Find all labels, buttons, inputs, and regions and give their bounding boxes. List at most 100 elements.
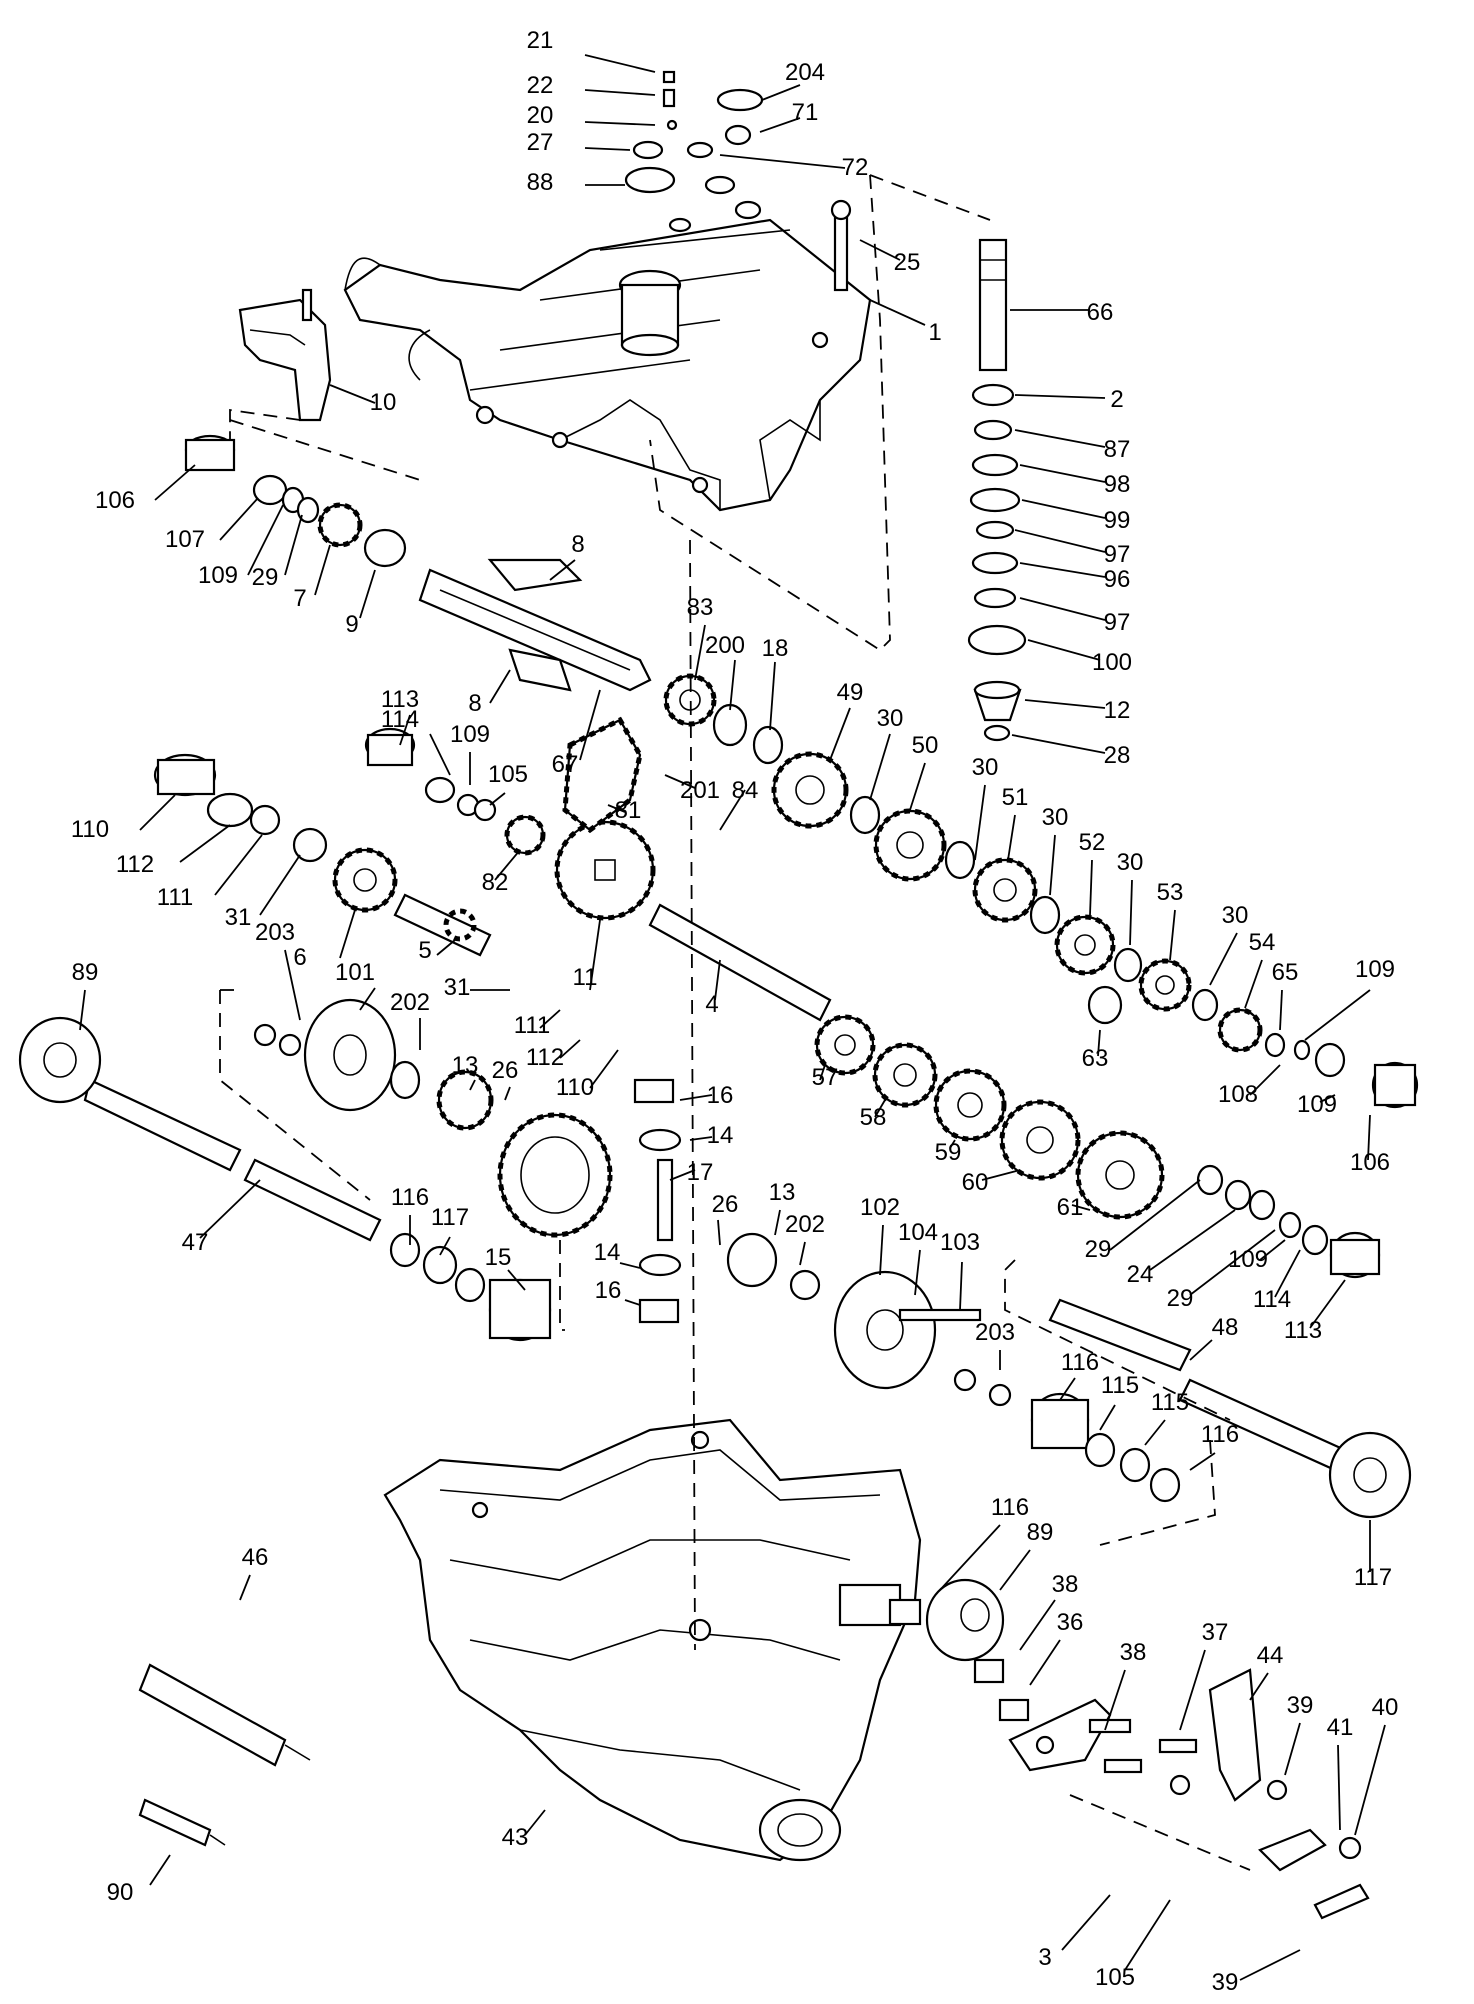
callout-leader — [974, 784, 986, 861]
callout-leader — [584, 121, 656, 126]
callout-leader — [1319, 1094, 1336, 1103]
part-number-label: 29 — [252, 564, 279, 591]
callout-leader — [199, 1179, 261, 1239]
part-number-label: 11 — [573, 964, 598, 991]
part-number-label: 25 — [894, 249, 921, 276]
callout-leader — [624, 1299, 641, 1306]
callout-leader — [259, 854, 301, 916]
part-number-label: 83 — [687, 594, 714, 621]
part-number-label: 36 — [1057, 1609, 1084, 1636]
part-number-label: 112 — [526, 1044, 564, 1071]
part-number-label: 87 — [1104, 436, 1131, 463]
part-number-label: 26 — [492, 1057, 519, 1084]
part-number-label: 39 — [1212, 1969, 1239, 1996]
callout-leader — [179, 824, 231, 863]
part-number-label: 53 — [1157, 879, 1184, 906]
part-number-label: 52 — [1079, 829, 1106, 856]
gear-51 — [972, 857, 1038, 923]
callout-leader — [694, 624, 706, 681]
part-number-label: 116 — [991, 1494, 1029, 1521]
callout-leader — [399, 714, 411, 746]
part-number-label: 202 — [785, 1211, 825, 1238]
part-number-label: 106 — [1350, 1149, 1390, 1176]
part-number-label: 13 — [452, 1052, 479, 1079]
part-number-label: 30 — [1222, 902, 1249, 929]
part-number-label: 116 — [1201, 1421, 1239, 1448]
callout-leader — [429, 733, 451, 776]
callout-leader — [1144, 1419, 1166, 1446]
callout-leader — [669, 1169, 696, 1181]
right-axle — [953, 1298, 1412, 1519]
callout-leader — [1304, 989, 1371, 1041]
part-number-label: 114 — [1253, 1286, 1291, 1313]
part-number-label: 88 — [527, 169, 554, 196]
callout-leader — [494, 849, 521, 881]
part-number-label: 116 — [1061, 1349, 1099, 1376]
part-number-label: 204 — [785, 59, 825, 86]
callout-leader — [1244, 959, 1263, 1009]
part-number-label: 117 — [1354, 1564, 1392, 1591]
part-number-label: 30 — [972, 754, 999, 781]
part-number-label: 202 — [390, 989, 430, 1016]
left-axle — [18, 1016, 552, 1342]
part-number-label: 54 — [1249, 929, 1276, 956]
callout-leader — [1019, 464, 1106, 483]
gear-57 — [814, 1014, 876, 1076]
callout-leader — [504, 1086, 511, 1101]
callout-leader — [1249, 1064, 1281, 1096]
part-number-label: 13 — [769, 1179, 796, 1206]
part-number-label: 8 — [468, 690, 481, 717]
callout-leader — [584, 89, 656, 96]
callout-leader — [761, 84, 801, 101]
callout-leader — [1309, 1279, 1346, 1329]
gear-60 — [999, 1099, 1081, 1181]
callout-leader — [1099, 1404, 1116, 1431]
callout-leader — [314, 544, 331, 596]
part-number-label: 44 — [1257, 1642, 1284, 1669]
part-number-label: 96 — [1104, 566, 1131, 593]
part-number-label: 41 — [1327, 1714, 1354, 1741]
callout-leader — [79, 989, 86, 1031]
callout-leader — [589, 919, 601, 991]
part-number-label: 99 — [1104, 507, 1131, 534]
callout-leader — [1024, 699, 1106, 709]
part-number-label: 30 — [1117, 849, 1144, 876]
callout-leader — [1019, 597, 1106, 621]
callout-leader — [339, 909, 356, 959]
part-number-label: 57 — [812, 1064, 839, 1091]
callout-leader — [439, 1236, 451, 1256]
part-number-label: 30 — [877, 705, 904, 732]
part-number-label: 15 — [485, 1244, 512, 1271]
part-number-label: 58 — [860, 1104, 887, 1131]
part-number-label: 116 — [391, 1184, 429, 1211]
part-number-label: 16 — [707, 1082, 734, 1109]
callout-leader — [879, 1224, 884, 1276]
callout-leader — [939, 1524, 1001, 1591]
part-number-label: 16 — [595, 1277, 622, 1304]
gear-54 — [1217, 1007, 1263, 1053]
callout-leader — [1179, 1649, 1206, 1731]
ring-gear-15 — [497, 1112, 613, 1238]
callout-leader — [1109, 1179, 1201, 1251]
part-number-label: 115 — [1151, 1389, 1189, 1416]
callout-leader — [719, 154, 846, 169]
callout-leader — [539, 1009, 561, 1029]
callout-leader — [869, 299, 926, 326]
callout-leader — [1189, 1339, 1213, 1361]
callout-leader — [1239, 1949, 1301, 1981]
part-number-label: 22 — [527, 72, 554, 99]
part-number-label: 81 — [615, 797, 642, 824]
part-number-label: 112 — [116, 851, 154, 878]
part-number-label: 109 — [450, 721, 490, 748]
upper-housing — [343, 175, 872, 512]
callout-leader — [559, 1039, 581, 1059]
callout-leader — [679, 1094, 713, 1101]
part-number-label: 105 — [1095, 1964, 1135, 1991]
callout-leader — [1149, 1209, 1236, 1271]
part-number-label: 203 — [975, 1319, 1015, 1346]
part-number-label: 2 — [1110, 386, 1123, 413]
part-number-label: 49 — [837, 679, 864, 706]
spacer-rings — [712, 703, 1419, 1109]
callout-leader — [1071, 1204, 1091, 1211]
callout-leader — [284, 514, 303, 576]
